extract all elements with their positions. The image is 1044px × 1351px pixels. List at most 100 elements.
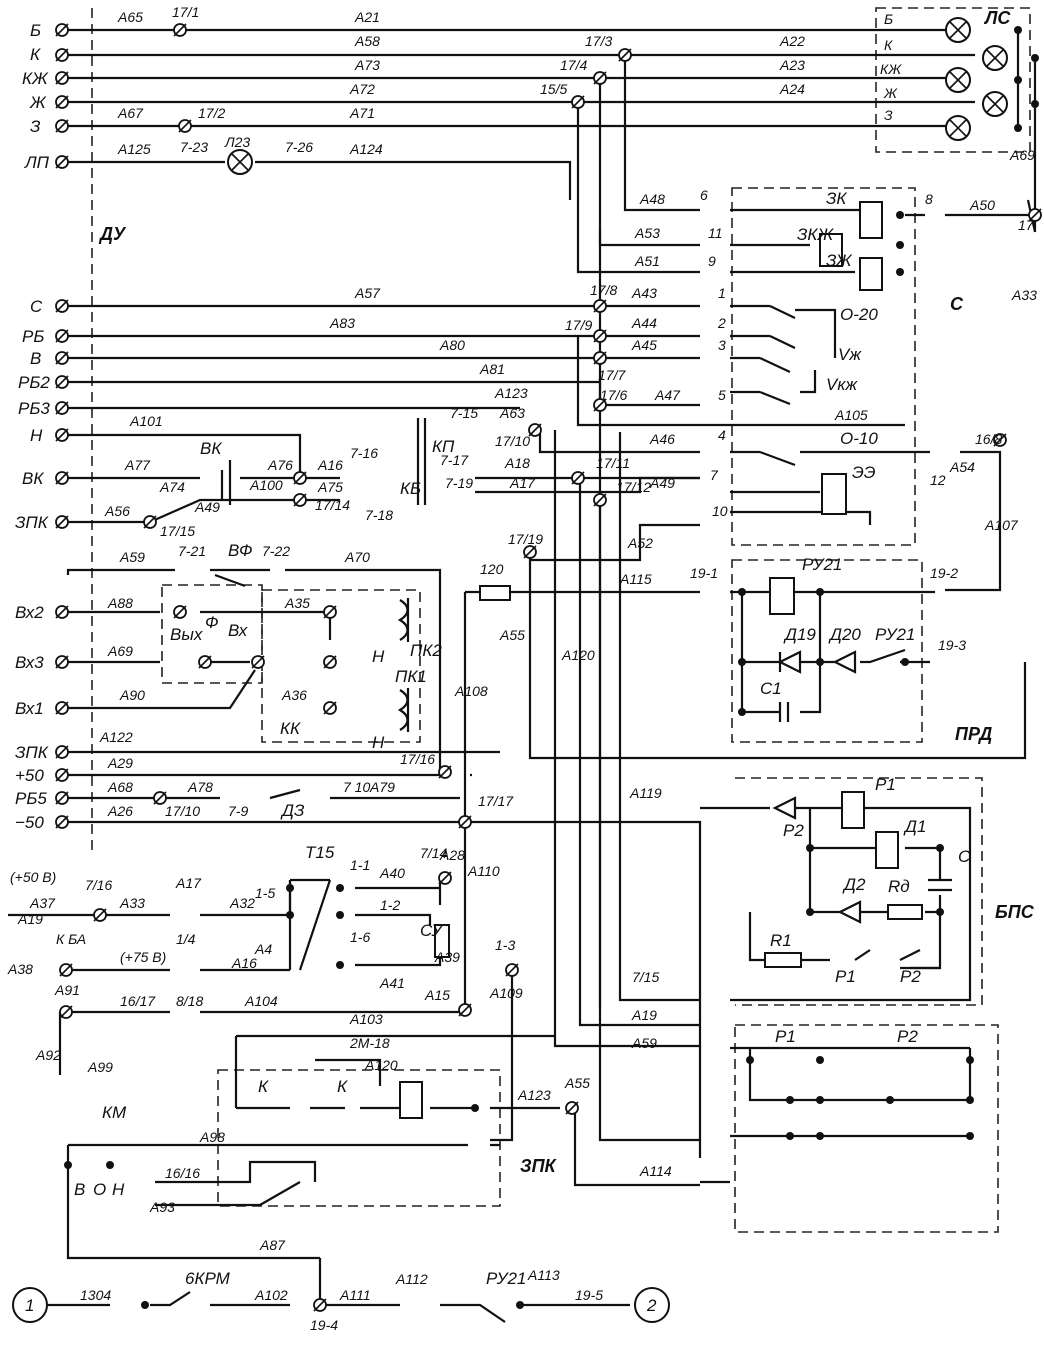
wire-label: 17/4 (560, 57, 587, 73)
wire-label: А29 (107, 755, 133, 771)
wire-label: А4 (254, 941, 272, 957)
wire-label: А120 (561, 647, 595, 663)
component-label: КП (432, 437, 455, 456)
rail-kzh: КЖ (880, 61, 902, 77)
end-node-2-label: 2 (646, 1296, 657, 1315)
wire-label: 7-9 (228, 803, 248, 819)
rail-a33: А33 (1011, 287, 1037, 303)
wire-label: 17/10 (165, 803, 200, 819)
wire-label: 17/10 (495, 433, 530, 449)
component-label: ЗК (826, 189, 847, 208)
wire-label: А52 (627, 535, 653, 551)
screw-slash (438, 765, 452, 779)
component-label: С (958, 847, 971, 866)
wire-label: 2М-18 (349, 1035, 390, 1051)
term-n: Н (30, 426, 43, 445)
wire-label: 1-6 (350, 929, 370, 945)
wire-label: 8 (925, 191, 933, 207)
screw-slash (571, 95, 585, 109)
terminal-slash-10 (55, 401, 69, 415)
junction-dot (1014, 124, 1022, 132)
wire-label: А65 (117, 9, 143, 25)
wire-label: 7-16 (350, 445, 378, 461)
junction-dot (806, 908, 814, 916)
wires (8, 28, 1037, 1323)
wire-label: 5 (718, 387, 726, 403)
junction-dot (516, 1301, 524, 1309)
wire-label: 16/17 (120, 993, 156, 1009)
wire-label: 1-2 (380, 897, 400, 913)
screw-slash (593, 71, 607, 85)
wire-label: А47 (654, 387, 681, 403)
wire-label: А63 (499, 405, 525, 421)
wire-label: А74 (159, 479, 185, 495)
wire-label: 19-1 (690, 565, 718, 581)
component-label: ВФ (228, 541, 252, 560)
component-label: Р1 (875, 775, 896, 794)
screw-slash (523, 545, 537, 559)
wire-label: А19 (631, 1007, 657, 1023)
component-label: Д19 (783, 625, 816, 644)
junction-dot (936, 844, 944, 852)
wire-label: 6 (700, 187, 708, 203)
rail-zh: Ж (883, 85, 898, 101)
wire-label: А55 (499, 627, 525, 643)
terminal-slash-19 (55, 791, 69, 805)
wire-label: А23 (779, 57, 805, 73)
left-terminal-labels: Б К КЖ Ж З ЛП С РБ В РБ2 РБ3 Н ВК ЗПК Вх… (15, 21, 50, 832)
screw-slash (323, 655, 337, 669)
wire-label: А28 (439, 847, 465, 863)
wire-label: А105 (834, 407, 868, 423)
wire-label: А19 (17, 911, 43, 927)
rail-a69: А69 (1009, 147, 1035, 163)
component-label: Р2 (783, 821, 804, 840)
wire-label: А26 (107, 803, 133, 819)
term-minus50: −50 (15, 813, 44, 832)
wire-label: 7/15 (632, 969, 659, 985)
wire-label: А92 (35, 1047, 61, 1063)
component-label: СУ (420, 921, 444, 940)
wire-label: А59 (631, 1035, 657, 1051)
wire-label: А35 (284, 595, 310, 611)
junction-dot (1031, 100, 1039, 108)
junction-dot (336, 961, 344, 969)
wire-label: 7-26 (285, 139, 313, 155)
wire-label: 19-5 (575, 1287, 603, 1303)
lamp-l23 (227, 149, 253, 175)
wire-label: 3 (718, 337, 726, 353)
junction-dot (738, 658, 746, 666)
component-label: Д2 (842, 875, 866, 894)
screw-slash (593, 493, 607, 507)
component-label: Ф (205, 613, 219, 632)
junction-dot (286, 911, 294, 919)
terminal-slash-5 (55, 155, 69, 169)
term-vx2: Вх2 (15, 603, 44, 622)
wire-label: А103 (349, 1011, 383, 1027)
wire-label: А24 (779, 81, 805, 97)
wire-label: А100 (249, 477, 283, 493)
rail-k: К (884, 37, 893, 53)
junction-dot (336, 911, 344, 919)
wire-label: 7-21 (178, 543, 206, 559)
lamp-zh (982, 91, 1008, 117)
lamp-kzh (945, 67, 971, 93)
wire-label: 1304 (80, 1287, 111, 1303)
terminal-slash-20 (55, 815, 69, 829)
wire-label: (+75 В) (120, 949, 166, 965)
wire-label: Л23 (224, 134, 250, 150)
wire-label: А110 (467, 863, 500, 879)
wire-label: А54 (949, 459, 975, 475)
wire-label: А119 (629, 785, 662, 801)
wire-label: А120 (364, 1057, 398, 1073)
block-bps: БПС (995, 902, 1035, 922)
wire-label: 17/9 (565, 317, 592, 333)
component-label: ПК2 (410, 641, 442, 660)
wire-label: А123 (517, 1087, 551, 1103)
wire-label: А108 (454, 683, 488, 699)
wire-label: А51 (634, 253, 660, 269)
terminal-slash-14 (55, 605, 69, 619)
component-label: ЭЭ (852, 463, 876, 482)
screw-slash (593, 299, 607, 313)
wire-label: 17/1 (172, 4, 199, 20)
